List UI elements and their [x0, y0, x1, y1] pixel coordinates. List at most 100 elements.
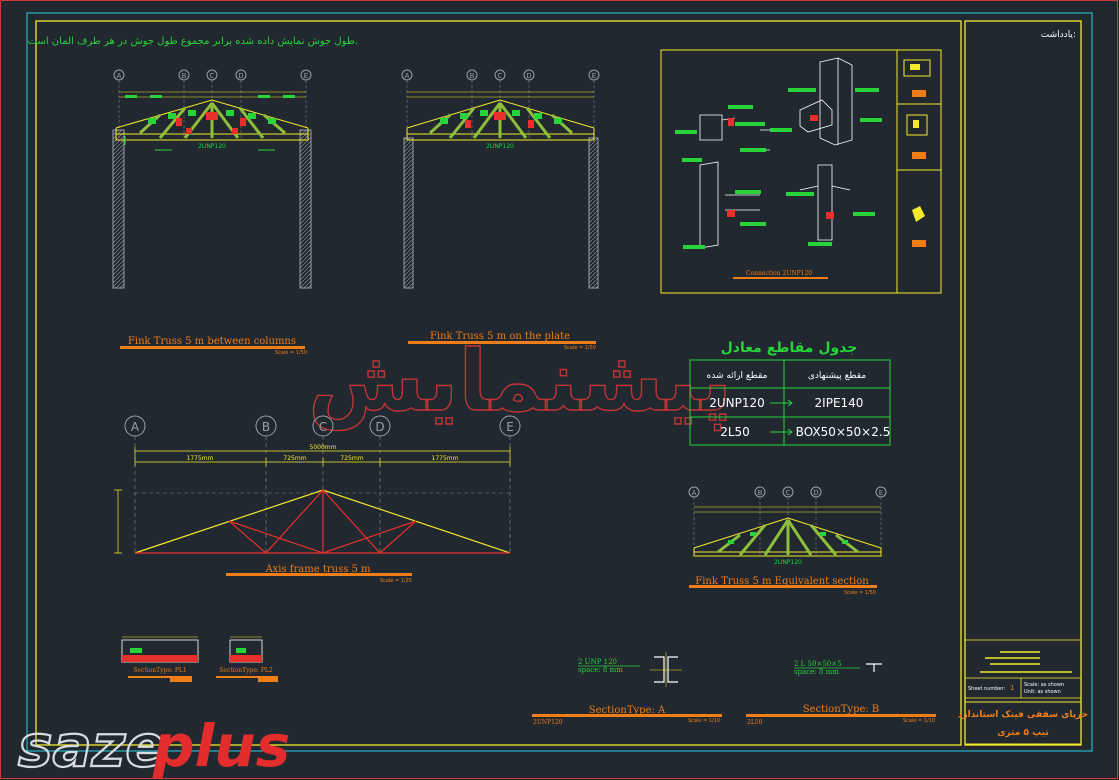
axis-label: A: [117, 72, 122, 80]
drawing-frame: [35, 20, 962, 746]
axis-label: C: [210, 72, 215, 80]
connection-caption: Connection 2UNP120: [746, 270, 812, 277]
table-cell-provided: 2UNP120: [709, 396, 765, 410]
angle-pair-icon: [866, 663, 882, 672]
side-icons: [903, 59, 931, 247]
caption-underline: [733, 277, 828, 279]
unit-info: Unit: as shown: [1024, 689, 1061, 695]
axis-label: E: [304, 72, 308, 80]
view-scale: Scale = 1/50: [564, 345, 596, 351]
plate-markers: [465, 112, 534, 128]
left-support-wall: [403, 137, 414, 289]
drawing-subtitle: تیپ ۵ متری: [997, 728, 1048, 738]
section-ref: 2UNP120: [533, 719, 563, 726]
sheet-number-label: Sheet number:: [968, 686, 1005, 692]
member-label: 2UNP120: [198, 143, 226, 150]
weld-markers: [440, 110, 562, 124]
callout-tags: [124, 136, 275, 151]
header-note: طول جوش نمایش داده شده برابر مجموع طول ج…: [28, 36, 358, 47]
view-axis-frame-truss: A B C D E 5000mm 1775mm 725mm 725mm 1775…: [114, 415, 521, 584]
table-cell-proposed: BOX50×50×2.5: [796, 425, 891, 439]
company-text-lines: [980, 651, 1072, 673]
title-block-frame: [964, 20, 1082, 746]
logo-text-part1: saze: [18, 712, 165, 780]
table-header-provided: مقطع ارائه شده: [707, 371, 768, 381]
title-underline: [689, 585, 877, 588]
title-underline: [746, 714, 936, 717]
axis-label: A: [131, 420, 140, 434]
dimension-total: 5000mm: [310, 444, 337, 451]
title-block: Sheet number: 1 Scale: as shown Unit: as…: [958, 639, 1088, 745]
dimension-segment: 1775mm: [432, 455, 459, 462]
logo-text-part2: plus: [152, 712, 290, 780]
axis-label: D: [238, 72, 243, 80]
axis-label: C: [498, 72, 503, 80]
axis-label: D: [813, 489, 818, 497]
arrow-icon: [770, 399, 793, 436]
axis-label: D: [526, 72, 531, 80]
table-cell-provided: 2L50: [720, 425, 750, 439]
section-title: SectionType: A: [589, 705, 666, 716]
sheet-number-value: 1: [1010, 684, 1014, 692]
axis-label: B: [758, 489, 763, 497]
title-underline: [120, 346, 305, 349]
channel-pair-icon: [654, 656, 678, 683]
title-underline: [226, 573, 412, 576]
axis-label: A: [692, 489, 697, 497]
axis-label: B: [262, 420, 270, 434]
view-scale: Scale = 1/50: [275, 350, 307, 356]
axis-label: A: [405, 72, 410, 80]
right-support-wall: [588, 137, 599, 289]
title-underline: [408, 341, 596, 344]
table-cell-proposed: 2IPE140: [815, 396, 864, 410]
section-spacing: space: 8 mm: [578, 666, 623, 674]
axis-bubbles-view3: A B C D E: [688, 486, 887, 556]
plate-section-pl2: SectionType: PL2: [216, 636, 278, 682]
detail-plates: [727, 115, 834, 219]
notes-label: یادداشت:: [1041, 30, 1076, 40]
section-spacing: space: 8 mm: [794, 668, 839, 676]
axis-label: B: [470, 72, 475, 80]
dimension-segment: 725mm: [283, 455, 306, 462]
weld-markers: [728, 532, 848, 544]
drawing-title: خرپای سقفی فینک استاندارد: [958, 710, 1088, 720]
dimension-lines: [134, 447, 511, 466]
view-title: Fink Truss 5 m Equivalent section: [695, 576, 869, 587]
axis-label: E: [506, 420, 514, 434]
axis-label: D: [375, 420, 384, 434]
dimension-segment: 725mm: [340, 455, 363, 462]
section-member: 2 UNP 120: [578, 658, 617, 666]
section-type-b: 2 L 50×50×5 space: 8 mm SectionType: B 2…: [746, 660, 936, 726]
table-header-proposed: مقطع پیشنهادی: [808, 371, 866, 381]
axis-label: B: [182, 72, 187, 80]
left-column: [112, 129, 125, 289]
section-title: SectionType: B: [803, 704, 880, 715]
axis-label: C: [786, 489, 791, 497]
detail-welds: [675, 88, 882, 249]
dimension-segment: 1775mm: [187, 455, 214, 462]
member-label: 2UNP120: [486, 143, 514, 150]
truss-web: [138, 102, 286, 139]
sazeplus-logo: saze plus: [17, 711, 290, 780]
detail-drawings: [699, 57, 853, 249]
title-underline: [532, 714, 722, 717]
outer-border-cyan: [26, 12, 1093, 752]
section-ref: 2L50: [747, 719, 763, 726]
view-title: Fink Truss 5 m on the plate: [430, 331, 570, 342]
axis-label: C: [319, 420, 327, 434]
plate-label: SectionType: PL2: [219, 667, 273, 674]
view-equivalent-section: A B C D E 2UNP120 Fink Truss 5 m Equival…: [688, 486, 887, 596]
view-title: Axis frame truss 5 m: [264, 564, 371, 575]
scale-info: Scale: as shown: [1024, 682, 1064, 688]
view-truss-between-columns: A B C D E 2UNP120 Fink Truss 5 m between…: [112, 69, 312, 356]
view-scale: Scale = 1/50: [844, 590, 876, 596]
watermark: پیشنمایش: [308, 332, 732, 431]
plate-label: SectionType: PL1: [133, 667, 186, 674]
section-type-a: 2 UNP 120 space: 8 mm SectionType: A 2UN…: [532, 652, 722, 726]
table-title: جدول مقاطع معادل: [721, 340, 858, 356]
plate-markers: [176, 112, 246, 134]
axis-label: E: [879, 489, 883, 497]
section-member: 2 L 50×50×5: [794, 660, 842, 668]
